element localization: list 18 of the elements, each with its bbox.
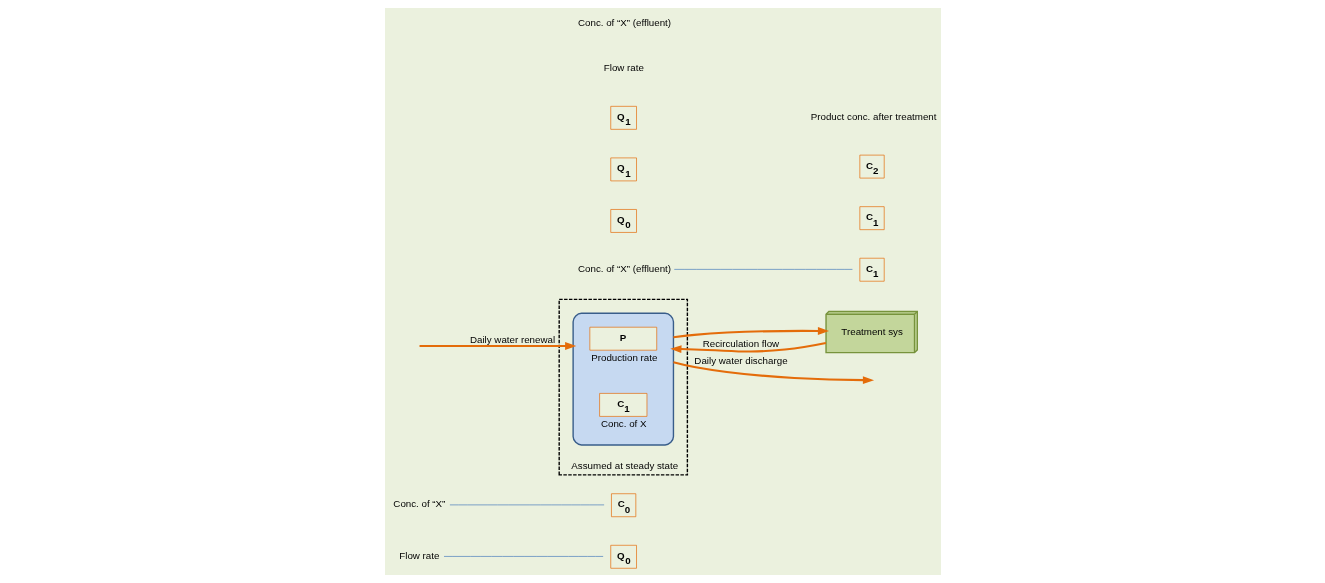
connector bbox=[443, 556, 603, 557]
label: Conc. of “X” (effluent) bbox=[577, 17, 671, 29]
node-text: Conc. of “X” (effluent) bbox=[577, 262, 671, 274]
node-label: Conc. of X bbox=[600, 417, 647, 429]
edge-label: Daily water renewal bbox=[469, 334, 555, 346]
connector bbox=[673, 269, 853, 270]
arrow bbox=[419, 342, 576, 350]
label: Flow rate bbox=[603, 62, 644, 74]
arrow bbox=[669, 341, 826, 353]
edge-label: Daily water discharge bbox=[693, 355, 788, 367]
cluster bbox=[571, 312, 674, 446]
arrow bbox=[672, 327, 829, 339]
node-text: Flow rate bbox=[398, 550, 439, 562]
arrow bbox=[672, 361, 874, 385]
edge-label: Recirculation flow bbox=[702, 337, 779, 349]
node-label: Production rate bbox=[590, 351, 657, 363]
label: Product conc. after treatment bbox=[810, 111, 936, 123]
node-text: Conc. of “X” bbox=[392, 498, 445, 510]
